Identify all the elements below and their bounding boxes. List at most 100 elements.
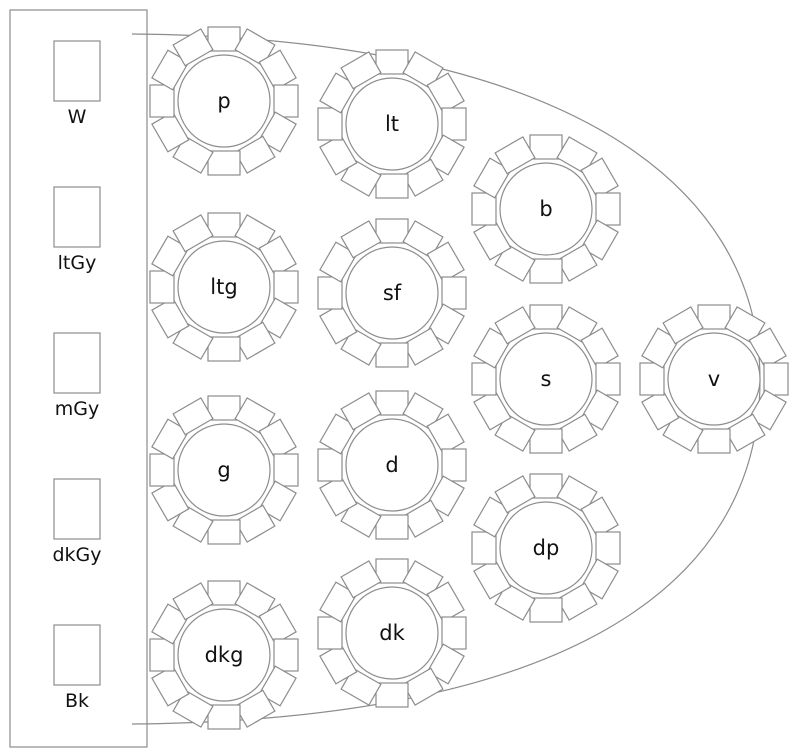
chair bbox=[234, 689, 276, 728]
head-seat-label: ltGy bbox=[58, 252, 97, 274]
chair bbox=[529, 597, 563, 623]
chair bbox=[473, 389, 512, 431]
chair bbox=[151, 49, 190, 91]
head-seat-label: W bbox=[68, 106, 87, 128]
chair bbox=[441, 107, 467, 141]
chair bbox=[258, 603, 297, 645]
chair bbox=[697, 304, 731, 330]
chair bbox=[473, 157, 512, 199]
head-seat-chair bbox=[53, 478, 101, 540]
chair bbox=[595, 362, 621, 396]
chair bbox=[273, 270, 299, 304]
chair bbox=[494, 475, 536, 514]
chair bbox=[207, 704, 241, 730]
chair bbox=[317, 276, 343, 310]
chair bbox=[234, 28, 276, 67]
chair bbox=[641, 389, 680, 431]
chair bbox=[234, 504, 276, 543]
chair bbox=[426, 581, 465, 623]
round-table-sf: sf bbox=[317, 218, 467, 368]
head-seat-label: mGy bbox=[55, 398, 99, 420]
chair bbox=[402, 220, 444, 259]
round-table-g: g bbox=[149, 395, 299, 545]
chair bbox=[319, 72, 358, 114]
chair bbox=[426, 413, 465, 455]
head-seat-label: Bk bbox=[65, 690, 89, 712]
chair bbox=[748, 327, 787, 369]
table-top bbox=[499, 162, 593, 256]
chair bbox=[724, 306, 766, 345]
chair bbox=[556, 475, 598, 514]
head-seat-chair bbox=[53, 186, 101, 248]
head-seat: mGy bbox=[53, 332, 101, 420]
chair bbox=[340, 667, 382, 706]
chair bbox=[402, 392, 444, 431]
chair bbox=[258, 235, 297, 277]
chair bbox=[402, 499, 444, 538]
chair bbox=[580, 496, 619, 538]
round-table-lt: lt bbox=[317, 49, 467, 199]
chair bbox=[641, 327, 680, 369]
head-seat: W bbox=[53, 40, 101, 128]
highlighted-chair bbox=[580, 558, 619, 600]
chair bbox=[473, 558, 512, 600]
round-table-s: s bbox=[471, 304, 621, 454]
chair bbox=[207, 580, 241, 606]
chair bbox=[317, 107, 343, 141]
chair bbox=[172, 397, 214, 436]
chair bbox=[441, 448, 467, 482]
chair bbox=[473, 219, 512, 261]
table-label: dkg bbox=[205, 643, 244, 667]
highlighted-chair bbox=[662, 306, 704, 345]
chair bbox=[172, 689, 214, 728]
table-label: g bbox=[217, 458, 230, 482]
chair bbox=[639, 362, 665, 396]
table-top bbox=[177, 240, 271, 334]
head-seat-chair bbox=[53, 624, 101, 686]
chair bbox=[595, 531, 621, 565]
chair bbox=[319, 134, 358, 176]
chair bbox=[529, 304, 563, 330]
chair bbox=[172, 504, 214, 543]
table-label: b bbox=[539, 197, 552, 221]
chair bbox=[151, 297, 190, 339]
chair bbox=[258, 111, 297, 153]
chair bbox=[402, 51, 444, 90]
head-table bbox=[9, 9, 148, 748]
round-table-dk: dk bbox=[317, 558, 467, 708]
chair bbox=[556, 413, 598, 452]
chair bbox=[317, 616, 343, 650]
chair bbox=[172, 135, 214, 174]
chair bbox=[471, 192, 497, 226]
chair bbox=[375, 558, 409, 584]
chair bbox=[234, 321, 276, 360]
chair bbox=[441, 616, 467, 650]
head-seat: Bk bbox=[53, 624, 101, 712]
chair bbox=[273, 638, 299, 672]
table-label: d bbox=[385, 453, 398, 477]
chair bbox=[234, 214, 276, 253]
chair bbox=[151, 603, 190, 645]
chair bbox=[258, 665, 297, 707]
chair bbox=[207, 336, 241, 362]
chair bbox=[580, 327, 619, 369]
highlighted-chair bbox=[556, 243, 598, 282]
round-table-dp: dp bbox=[471, 473, 621, 623]
table-label: lt bbox=[385, 112, 399, 136]
chair bbox=[529, 428, 563, 454]
chair bbox=[172, 582, 214, 621]
head-seat-label: dkGy bbox=[52, 544, 101, 566]
chair bbox=[151, 235, 190, 277]
chair bbox=[748, 389, 787, 431]
chair bbox=[149, 453, 175, 487]
chair bbox=[149, 84, 175, 118]
chair bbox=[340, 392, 382, 431]
head-seat: dkGy bbox=[52, 478, 102, 566]
round-table-dkg: dkg bbox=[149, 580, 299, 730]
chair bbox=[402, 560, 444, 599]
chair bbox=[763, 362, 789, 396]
